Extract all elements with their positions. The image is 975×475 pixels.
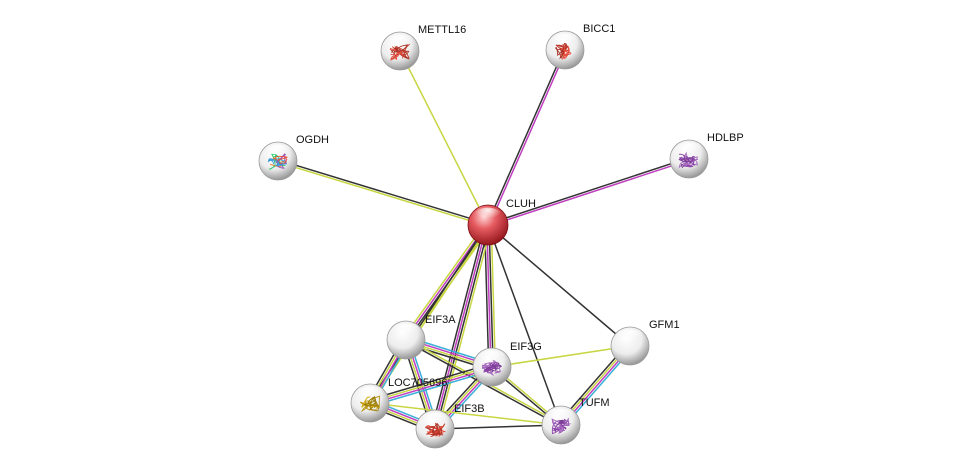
node-label: LOC705696 xyxy=(388,377,447,389)
edge-line-coexpression xyxy=(431,223,486,429)
node-mettl16[interactable]: METTL16 xyxy=(380,24,466,71)
edge-cluh-tufm[interactable] xyxy=(487,224,562,426)
node-gloss xyxy=(551,33,579,50)
node-tufm[interactable]: TUFM xyxy=(541,397,610,445)
node-gloss xyxy=(421,412,449,429)
node-label: EIF3G xyxy=(510,341,542,353)
node-gloss xyxy=(675,142,703,159)
edge-line-coexpression xyxy=(488,224,494,367)
edge-line-experiments xyxy=(488,50,567,226)
node-hdlbp[interactable]: HDLBP xyxy=(669,132,744,179)
edge-line-textmining xyxy=(369,365,492,403)
edge-cluh-ogdh[interactable] xyxy=(277,159,489,227)
structure-strand xyxy=(555,44,564,60)
edge-eif3g-loc705696[interactable] xyxy=(368,363,494,407)
structure-strand xyxy=(680,155,696,164)
edge-line-experiments xyxy=(404,223,488,340)
edge-line-coexpression xyxy=(487,224,631,347)
edge-line-coexpression xyxy=(486,49,565,225)
node-gloss xyxy=(392,323,420,340)
edge-cluh-bicc1[interactable] xyxy=(486,49,567,226)
node-eif3b[interactable]: EIF3B xyxy=(415,403,485,449)
edge-line-experiments xyxy=(433,224,488,429)
edge-cluh-mettl16[interactable] xyxy=(399,50,489,226)
node-loc705696[interactable]: LOC705696 xyxy=(350,377,447,423)
edge-cluh-eif3g[interactable] xyxy=(483,224,497,368)
node-gloss xyxy=(356,386,384,403)
edge-line-experiments xyxy=(486,225,492,368)
edge-eif3b-tufm[interactable] xyxy=(434,424,562,430)
edge-line-coexpression xyxy=(487,157,689,225)
edge-line-coexpression xyxy=(487,224,562,426)
node-gloss xyxy=(478,350,506,367)
node-gfm1[interactable]: GFM1 xyxy=(610,319,680,366)
edge-line-textmining xyxy=(369,402,562,426)
node-cluh[interactable]: CLUH xyxy=(467,198,536,246)
edge-line-coexpression xyxy=(435,225,490,430)
edge-line-coexpression xyxy=(434,424,562,430)
node-label: HDLBP xyxy=(707,132,744,144)
node-gloss xyxy=(386,34,414,51)
edge-line-coexpression xyxy=(278,159,489,225)
node-eif3a[interactable]: EIF3A xyxy=(386,314,456,360)
edge-line-experiments xyxy=(488,159,690,227)
edge-line-coexpression xyxy=(368,363,492,401)
node-label: EIF3A xyxy=(425,314,456,326)
edge-line-textmining xyxy=(402,222,486,339)
edge-eif3g-gfm1[interactable] xyxy=(491,345,631,368)
edge-line-textmining xyxy=(437,225,492,431)
edge-cluh-hdlbp[interactable] xyxy=(487,157,690,227)
edge-line-textmining xyxy=(491,345,631,368)
node-bicc1[interactable]: BICC1 xyxy=(545,23,615,70)
node-label: METTL16 xyxy=(418,24,466,36)
node-ogdh[interactable]: OGDH xyxy=(258,134,329,181)
edge-cluh-gfm1[interactable] xyxy=(487,224,631,347)
structure-strand xyxy=(424,422,439,437)
node-label: EIF3B xyxy=(454,403,485,415)
edge-line-textmining xyxy=(399,50,489,226)
node-gloss xyxy=(616,329,644,346)
node-gloss xyxy=(474,207,502,225)
node-label: OGDH xyxy=(296,134,329,146)
node-gloss xyxy=(547,408,575,425)
edge-line-experiments xyxy=(370,367,493,405)
node-label: BICC1 xyxy=(583,23,615,35)
structure-strand xyxy=(268,158,288,167)
edge-cluh-eif3b[interactable] xyxy=(431,223,492,431)
node-eif3g[interactable]: EIF3G xyxy=(472,341,542,387)
node-label: GFM1 xyxy=(649,319,680,331)
node-label: TUFM xyxy=(579,397,610,409)
edge-line-databases xyxy=(370,369,494,407)
edge-line-textmining xyxy=(277,161,488,227)
edge-loc705696-tufm[interactable] xyxy=(369,402,562,426)
edge-line-textmining xyxy=(490,224,497,367)
node-gloss xyxy=(264,144,292,161)
node-label: CLUH xyxy=(506,198,536,210)
